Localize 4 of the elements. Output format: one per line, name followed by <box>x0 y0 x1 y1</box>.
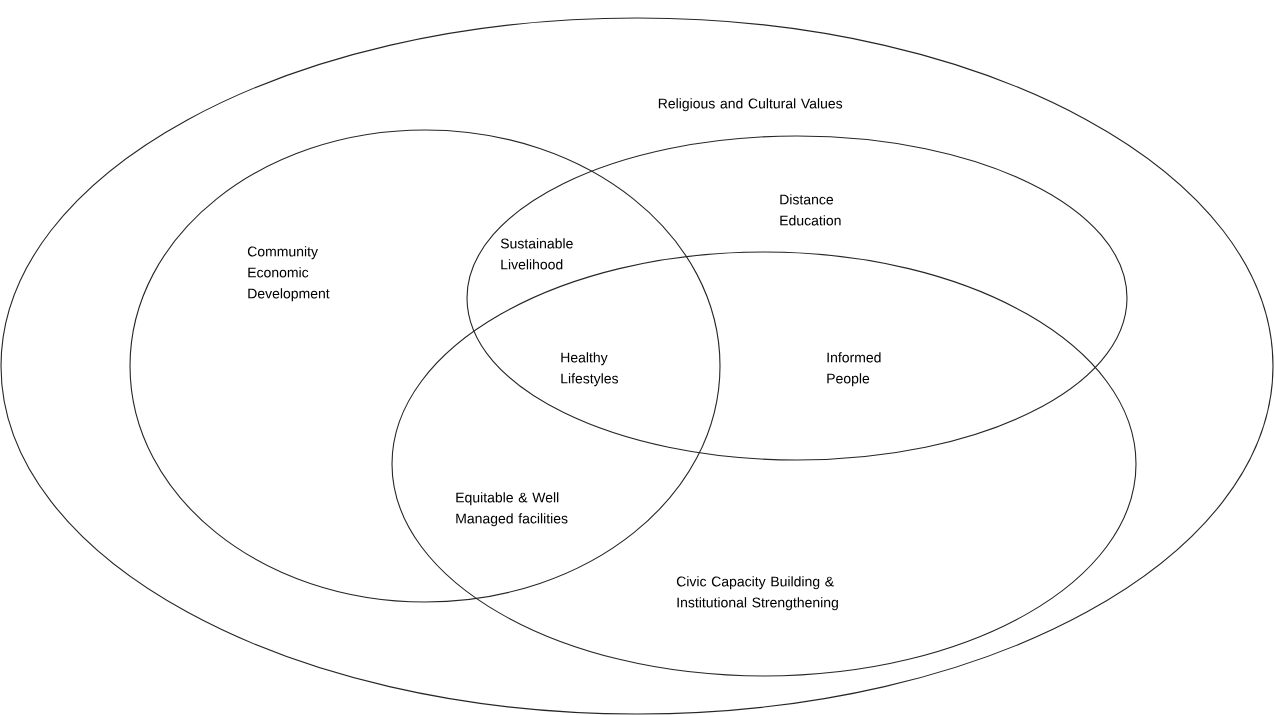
region-label: Sustainable Livelihood <box>500 238 573 270</box>
region-label: Healthy Lifestyles <box>561 352 619 387</box>
region-label: Informed People <box>827 352 881 387</box>
region-label: Equitable & Well Managed facilities <box>456 492 568 527</box>
